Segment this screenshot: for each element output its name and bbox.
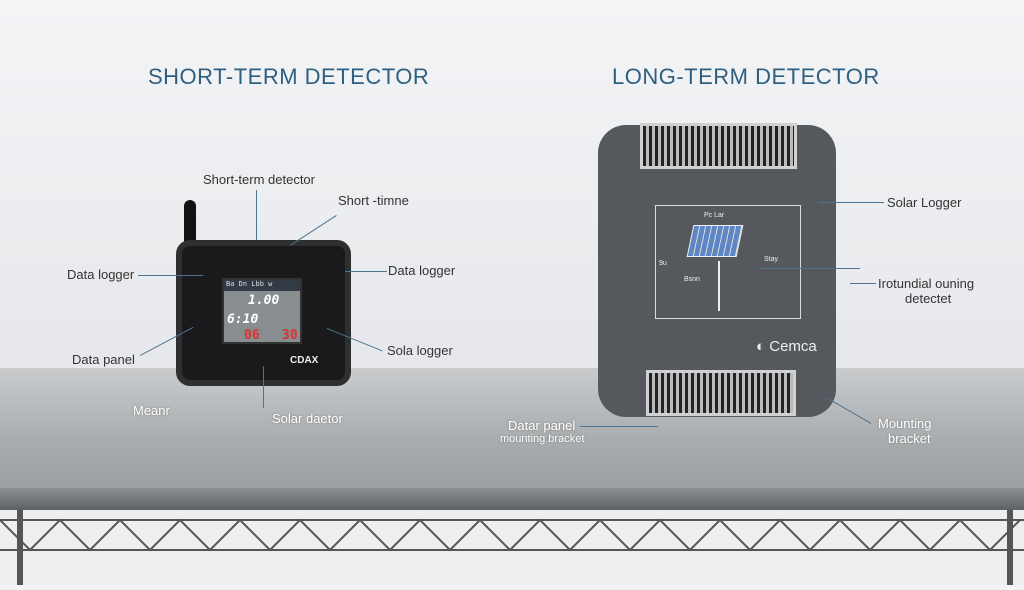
leader-line (263, 366, 264, 408)
label-mounting: Mounting (878, 416, 932, 431)
leader-line (256, 190, 257, 240)
label-data-logger-left: Data logger (67, 267, 135, 282)
label-short-timne: Short -timne (338, 193, 409, 208)
label-irotundial: Irotundial ouning (878, 276, 975, 291)
long-term-detector (598, 125, 836, 417)
leader-line (818, 202, 884, 203)
short-term-title: SHORT-TERM DETECTOR (148, 64, 430, 89)
leader-line (345, 271, 387, 272)
leader-line (760, 268, 860, 269)
diagram-right-label: Stay (764, 256, 779, 263)
label-bracket: bracket (888, 431, 931, 446)
long-term-title: LONG-TERM DETECTOR (612, 64, 880, 89)
label-irotundial-2: detectet (905, 291, 952, 306)
label-datar-panel: Datar panel (508, 418, 576, 433)
cemca-brand: Cemca (769, 338, 817, 355)
screen-red-1: 06 (244, 328, 260, 343)
panel-pole (718, 261, 720, 311)
table-truss (0, 510, 1024, 585)
display-screen: Ba Dn Lbb w 1.00 6:10 06 30 (222, 278, 302, 344)
screen-value-1: 1.00 (248, 293, 280, 308)
diagram-left-label: Bsnn (684, 276, 700, 283)
label-data-panel: Data panel (72, 352, 135, 367)
bottom-vent (646, 370, 796, 416)
screen-value-2: 6:10 (227, 312, 259, 327)
label-data-logger-right: Data logger (388, 263, 456, 278)
screen-header: Ba Dn Lbb w (224, 280, 300, 291)
label-mounting-bracket-left: mounting bracket (500, 433, 585, 445)
top-vent (640, 123, 797, 169)
table-surface (0, 368, 1024, 490)
leader-line (580, 426, 658, 427)
screen-red-2: 30 (282, 328, 298, 343)
label-solar-daetor: Solar daetor (272, 411, 343, 426)
label-meanr: Meanr (133, 403, 170, 418)
label-short-term-detector: Short-term detector (203, 172, 315, 187)
diagram-side-label: 9u (659, 260, 667, 267)
label-solar-logger: Solar Logger (887, 195, 962, 210)
leader-line (850, 283, 876, 284)
label-sola-logger: Sola logger (387, 343, 453, 358)
leader-line (138, 275, 203, 276)
antenna (184, 200, 196, 246)
cemca-logo: ◐ Cemca (756, 338, 817, 355)
table-edge (0, 488, 1024, 510)
cdax-logo: CDAX (290, 355, 319, 366)
diagram-title: Pc Lar (704, 212, 725, 219)
solar-diagram: Pc Lar Bsnn Stay 9u (655, 205, 801, 319)
solar-panel-icon (686, 225, 744, 257)
